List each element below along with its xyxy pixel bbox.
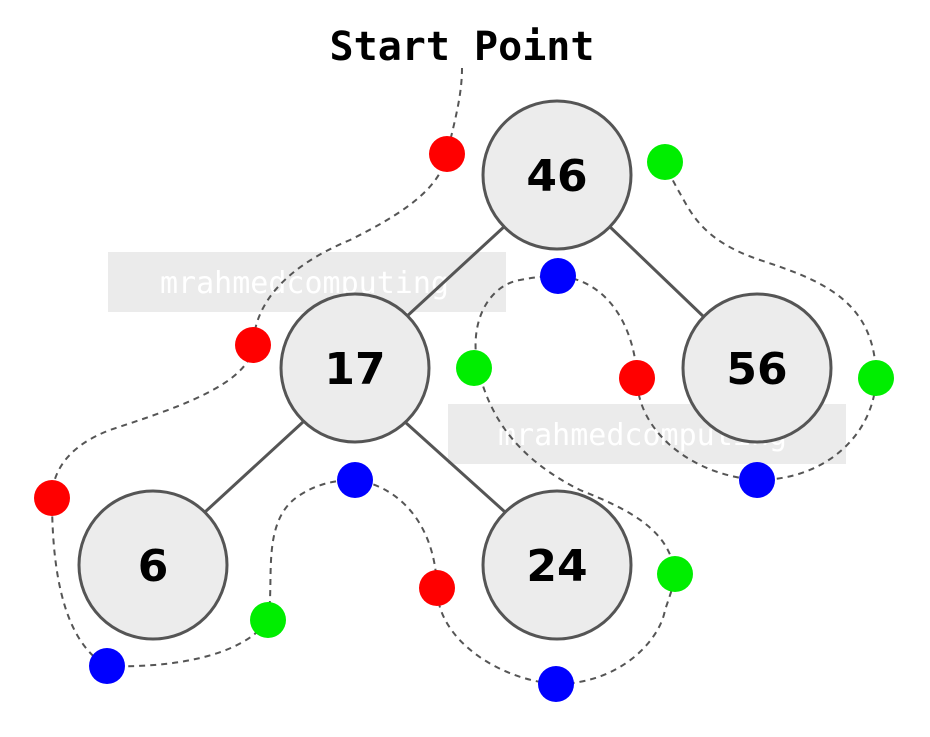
tree-node-17: 17 <box>279 292 431 444</box>
node-label-17: 17 <box>324 344 385 395</box>
edge-17-6 <box>203 420 305 514</box>
red-marker-56 <box>619 360 655 396</box>
tree-node-46: 46 <box>481 99 633 251</box>
green-marker-17 <box>456 350 492 386</box>
tree-edges <box>203 223 707 514</box>
blue-marker-6 <box>89 648 125 684</box>
edge-46-17 <box>403 223 508 320</box>
traversal-markers <box>34 136 894 702</box>
node-label-56: 56 <box>726 344 787 395</box>
red-marker-46 <box>429 136 465 172</box>
blue-marker-24 <box>538 666 574 702</box>
node-label-6: 6 <box>138 541 169 592</box>
green-marker-24 <box>657 556 693 592</box>
red-marker-24 <box>419 570 455 606</box>
watermark-text-top: mrahmedcomputing <box>160 266 449 301</box>
node-label-46: 46 <box>526 151 587 202</box>
tree-node-56: 56 <box>681 292 833 444</box>
green-marker-46 <box>647 144 683 180</box>
edge-17-24 <box>403 420 507 514</box>
green-marker-56 <box>858 360 894 396</box>
tree-node-6: 6 <box>77 489 229 641</box>
edge-46-56 <box>606 223 707 320</box>
node-label-24: 24 <box>526 541 587 592</box>
green-marker-6 <box>250 602 286 638</box>
red-marker-17 <box>235 327 271 363</box>
tree-node-24: 24 <box>481 489 633 641</box>
blue-marker-56 <box>739 462 775 498</box>
red-marker-6 <box>34 480 70 516</box>
blue-marker-46 <box>540 258 576 294</box>
start-point-label: Start Point <box>330 24 595 70</box>
blue-marker-17 <box>337 462 373 498</box>
